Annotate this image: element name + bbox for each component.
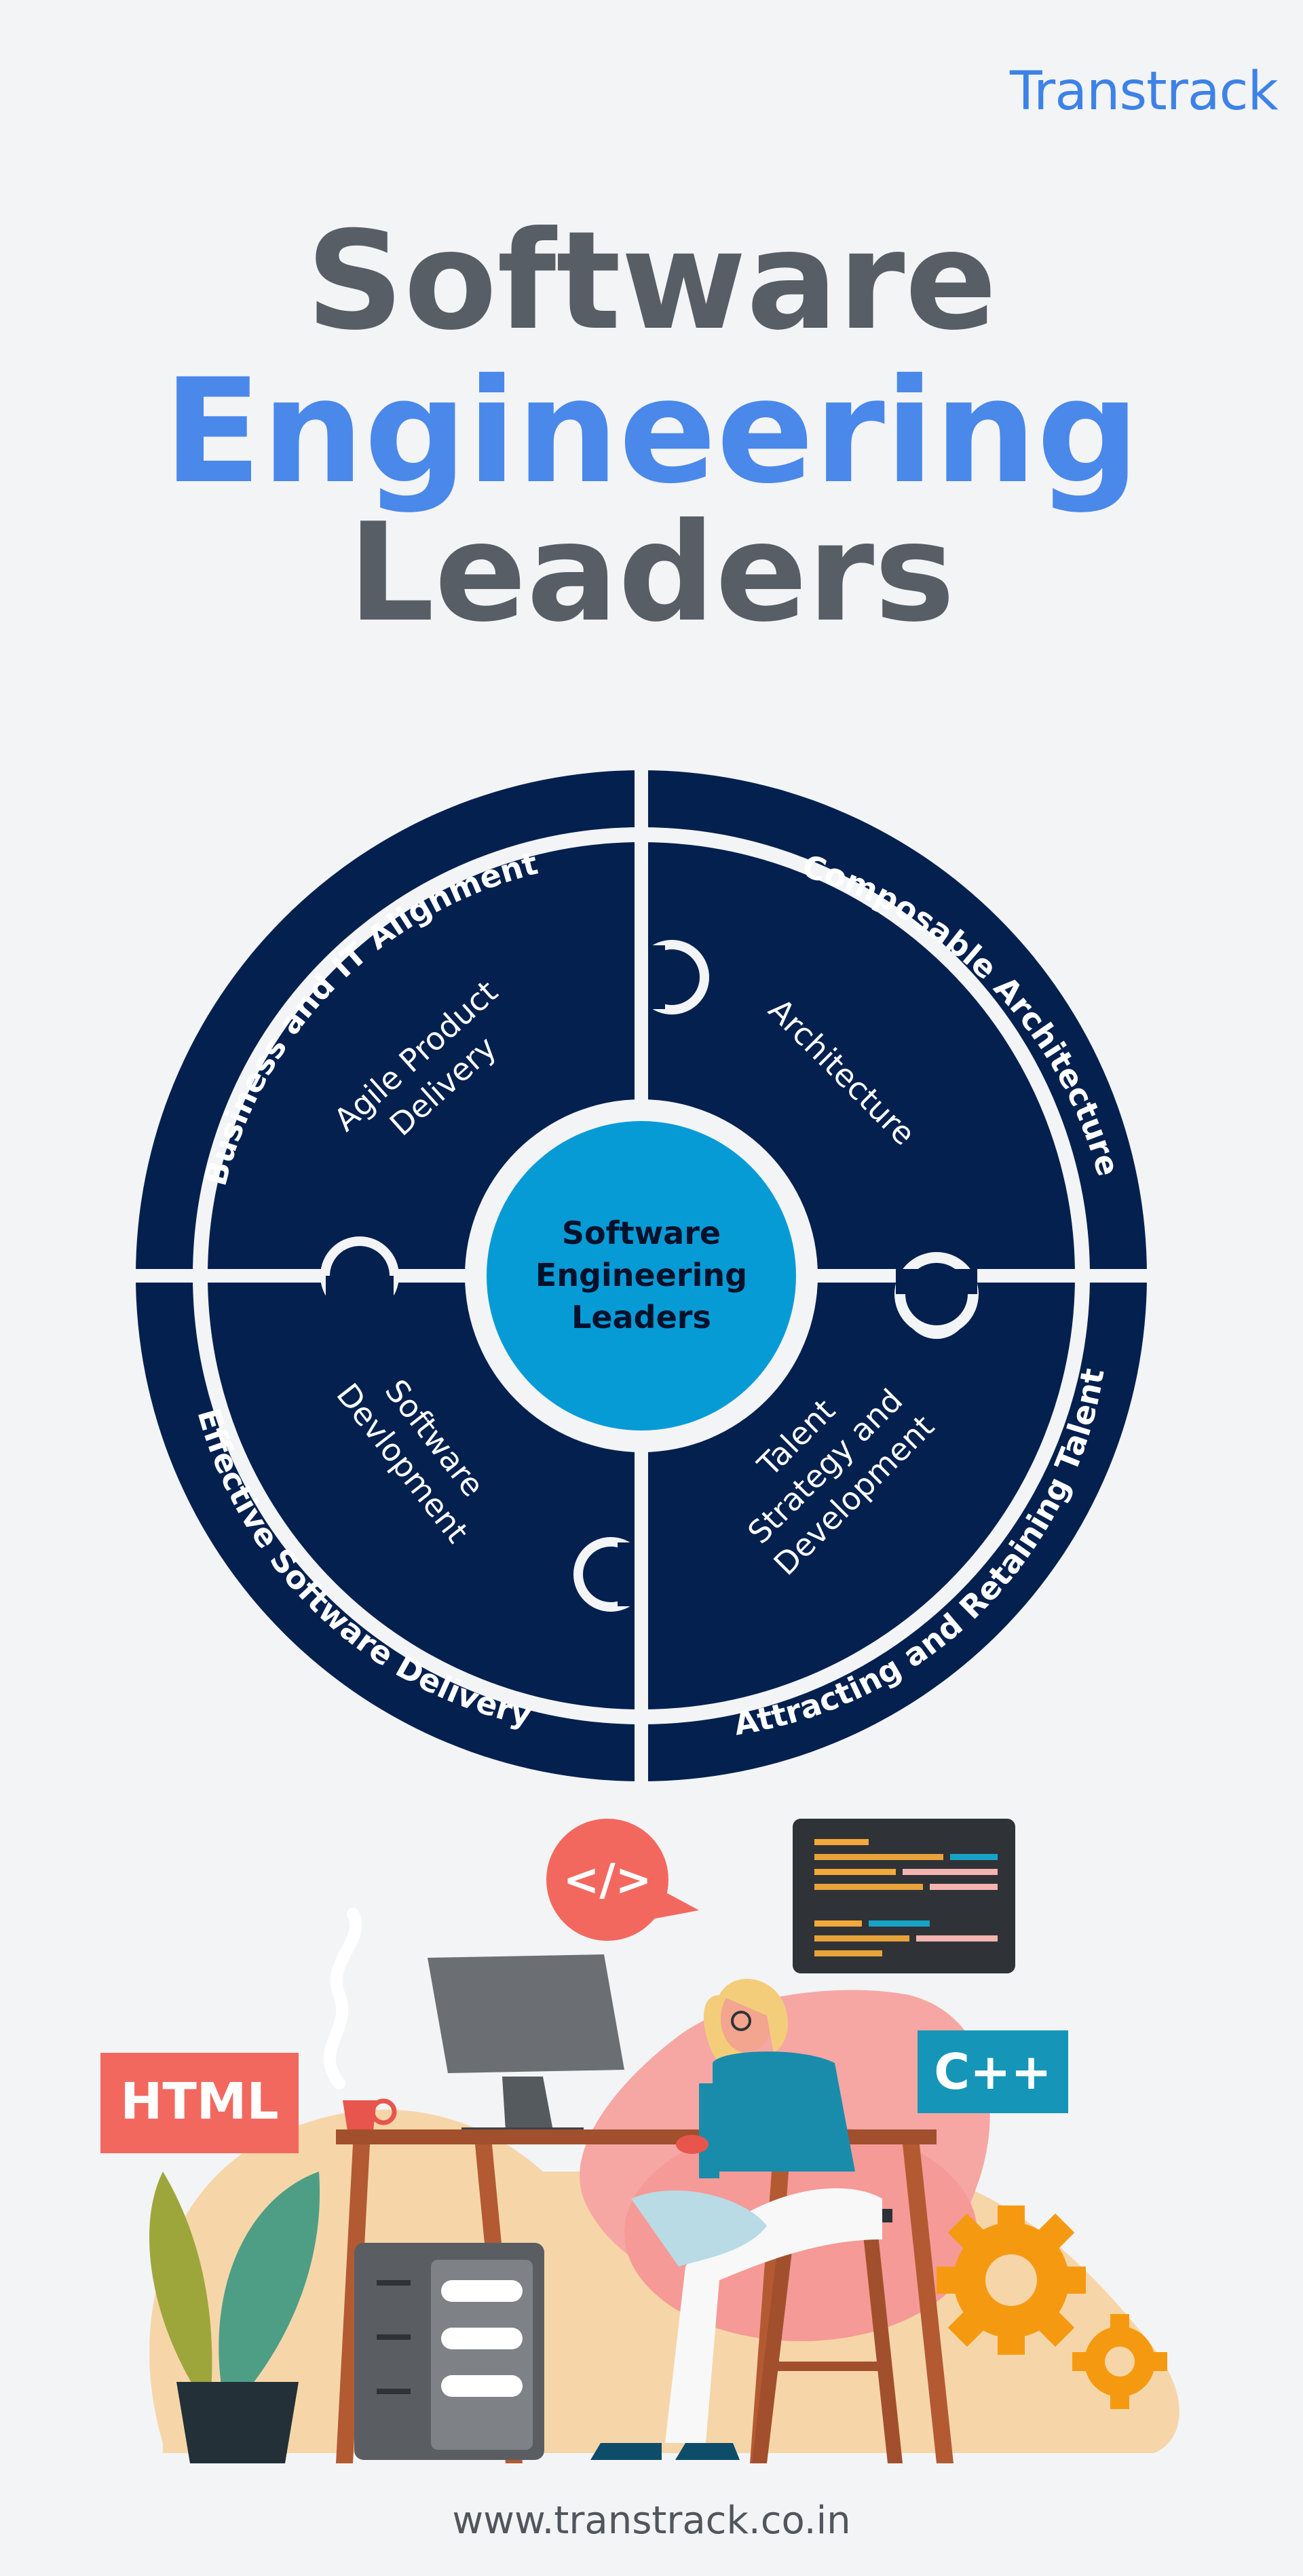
gear-icon-large — [937, 2205, 1086, 2355]
person-shoe-left — [590, 2443, 662, 2460]
knob-left-bridge — [326, 1276, 394, 1317]
cpp-badge: C++ — [918, 2030, 1068, 2113]
code-badge-text: </> — [563, 1855, 652, 1906]
monitor-stand — [502, 2077, 553, 2131]
person-shirt — [713, 2051, 855, 2172]
footer-url[interactable]: www.transtrack.co.in — [452, 2499, 851, 2543]
developer-person — [590, 1979, 882, 2460]
stool-leg-right — [862, 2222, 903, 2463]
desk-leg-right-b — [903, 2144, 953, 2463]
cpp-badge-bg — [918, 2030, 1068, 2113]
developer-illustration: </> HTML C++ — [100, 1819, 1179, 2463]
cpp-badge-text: C++ — [934, 2043, 1052, 2100]
center-label-line-1: Software — [562, 1215, 721, 1251]
person-arm — [699, 2083, 719, 2178]
stool-leg-left — [752, 2222, 795, 2463]
title-line-leaders: Leaders — [347, 494, 956, 652]
code-bubble-circle — [546, 1819, 668, 1941]
person-lap — [631, 2190, 767, 2267]
gear-icon-small — [1072, 2314, 1167, 2409]
center-circle — [487, 1121, 796, 1431]
puzzle-wheel-diagram: Software Engineering Leaders Business an… — [136, 770, 1154, 1788]
code-speech-bubble: </> — [546, 1819, 699, 1941]
person-hand — [676, 2135, 709, 2154]
plant-leaf-right — [219, 2172, 320, 2402]
steam — [324, 1908, 362, 2089]
person-hair-top — [719, 1979, 788, 2053]
title-line-engineering: Engineering — [163, 347, 1140, 515]
monitor-screen — [428, 1954, 624, 2073]
html-badge-text: HTML — [120, 2072, 278, 2131]
plant-pot — [176, 2382, 299, 2463]
computer-tower — [354, 2243, 544, 2460]
stool-rung — [770, 2362, 889, 2371]
knob-left-gap-a — [227, 1269, 326, 1283]
plant-leaf-left — [149, 2172, 212, 2402]
html-badge-bg — [100, 2053, 299, 2153]
title-line-software: Software — [305, 202, 998, 360]
monitor — [428, 1954, 624, 2137]
logo-text: Transtrack — [1010, 61, 1279, 122]
transtrack-logo: Transtrack — [1010, 65, 1279, 118]
person-shoe-right — [675, 2443, 740, 2460]
knob-right-bridge — [896, 1269, 977, 1294]
code-bubble-tail — [645, 1887, 699, 1920]
code-panel — [793, 1819, 1015, 1973]
center-label-line-2: Engineering — [535, 1257, 747, 1293]
person-glasses — [731, 2011, 751, 2031]
mug — [343, 2098, 397, 2131]
plant — [149, 2172, 320, 2463]
center-label-line-3: Leaders — [571, 1299, 711, 1336]
desk-leg-left-a — [336, 2144, 370, 2463]
html-badge: HTML — [100, 2053, 299, 2153]
